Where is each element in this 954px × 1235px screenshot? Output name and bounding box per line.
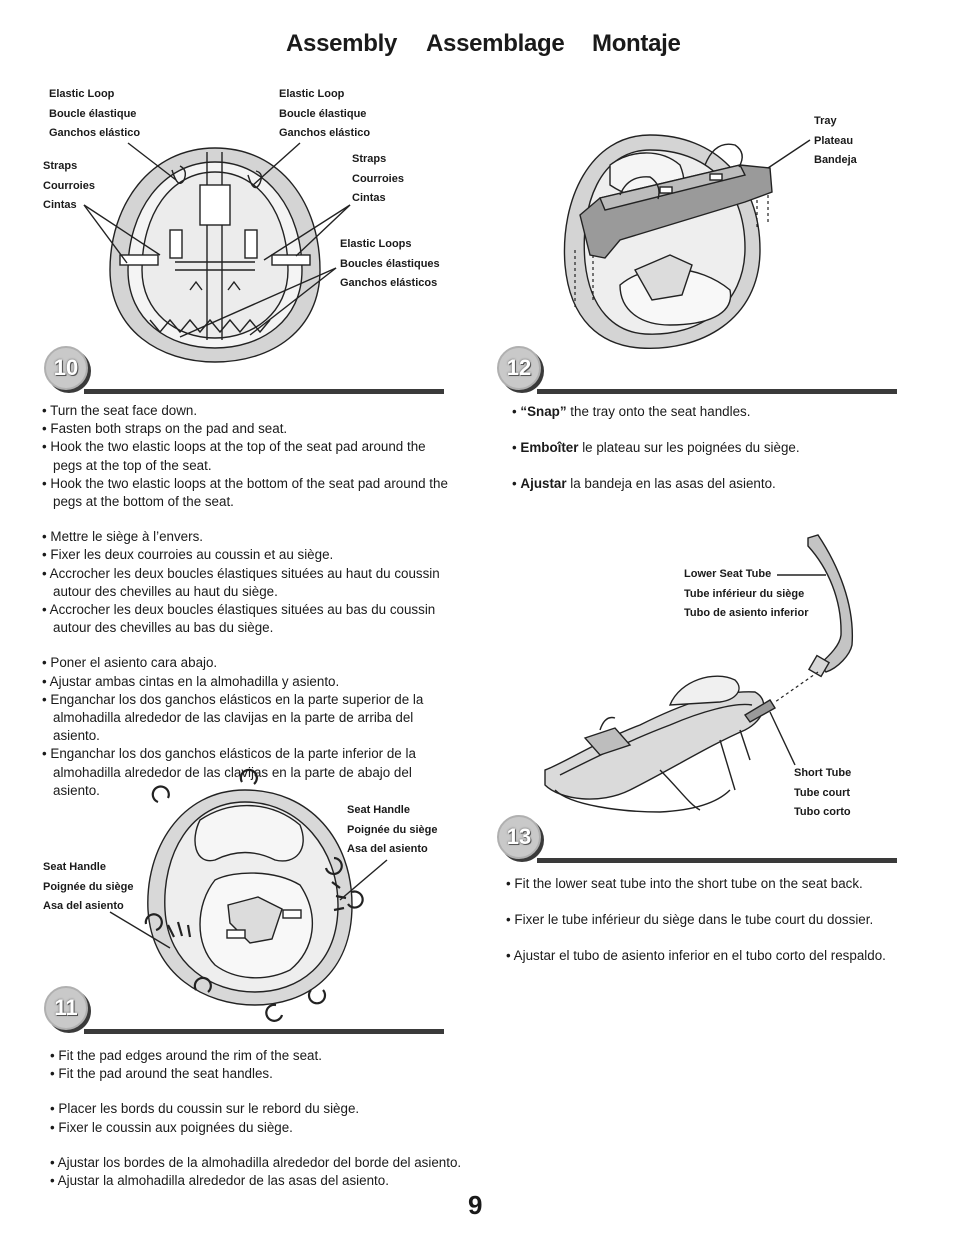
step13-instructions: • Fit the lower seat tube into the short…	[506, 875, 936, 966]
instruction-item: • Fit the pad edges around the rim of th…	[50, 1048, 322, 1063]
label-seat-handle-right: Seat Handle Poignée du siège Asa del asi…	[347, 801, 437, 860]
step12-divider	[537, 389, 897, 394]
instruction-item: • Fit the lower seat tube into the short…	[506, 876, 863, 891]
header-title-fr: Assemblage	[426, 30, 565, 57]
label-line: Bandeja	[814, 154, 857, 166]
instruction-item: • Ajustar los bordes de la almohadilla a…	[50, 1154, 462, 1170]
instruction-item: • Accrocher les deux boucles élastiques …	[42, 565, 440, 599]
label-line: Ganchos elástico	[279, 127, 371, 139]
instruction-item: • Fit the pad around the seat handles.	[50, 1066, 273, 1082]
instruction-item: • Mettre le siège à l’envers.	[42, 529, 203, 545]
step11-instructions: • Fit the pad edges around the rim of th…	[50, 1047, 462, 1190]
header-title-en: Assembly	[286, 30, 397, 57]
instruction-item: • Turn the seat face down.	[42, 403, 198, 418]
label-line: Elastic Loop	[49, 88, 115, 100]
label-line: Plateau	[814, 134, 854, 147]
step11-divider	[84, 1029, 444, 1034]
step12-number-badge: 12	[497, 346, 541, 390]
label-line: Tube inférieur du siège	[684, 587, 805, 600]
label-line: Poignée du siège	[43, 880, 134, 893]
label-line: Cintas	[43, 199, 77, 211]
instruction-item: • “Snap” the tray onto the seat handles.	[512, 404, 751, 419]
instruction-text: the tray onto the seat handles.	[566, 404, 751, 419]
step12-instructions: • “Snap” the tray onto the seat handles.…	[512, 403, 932, 494]
label-line: Courroies	[43, 179, 95, 192]
instruction-item: • Emboîter le plateau sur les poignées d…	[512, 440, 800, 456]
label-line: Courroies	[352, 172, 404, 185]
label-line: Boucle élastique	[49, 107, 137, 120]
label-elastic-loop-right: Elastic Loop Boucle élastique Ganchos el…	[279, 85, 370, 144]
label-line: Cintas	[352, 192, 386, 204]
page-header: Assembly Assemblage Montaje	[0, 30, 954, 66]
instruction-item: • Ajustar el tubo de asiento inferior en…	[506, 948, 886, 964]
label-line: Ganchos elásticos	[340, 277, 438, 289]
instruction-item: • Hook the two elastic loops at the top …	[42, 439, 426, 473]
instruction-item: • Poner el asiento cara abajo.	[42, 655, 218, 671]
label-elastic-loops: Elastic Loops Boucles élastiques Ganchos…	[340, 235, 440, 294]
instruction-text: la bandeja en las asas del asiento.	[566, 476, 776, 492]
instruction-item: • Ajustar ambas cintas en la almohadilla…	[42, 673, 340, 689]
label-seat-handle-left: Seat Handle Poignée du siège Asa del asi…	[43, 858, 133, 917]
label-line: Boucles élastiques	[340, 257, 440, 270]
label-tray: Tray Plateau Bandeja	[814, 112, 857, 171]
label-line: Seat Handle	[347, 804, 410, 816]
label-short-tube: Short Tube Tube court Tubo corto	[794, 764, 851, 823]
label-line: Poignée du siège	[347, 823, 438, 836]
instruction-item: • Enganchar los dos ganchos elásticos de…	[42, 746, 416, 798]
label-line: Tube court	[794, 786, 851, 799]
label-line: Ganchos elástico	[49, 127, 141, 139]
instruction-item: • Hook the two elastic loops at the bott…	[42, 475, 448, 510]
label-line: Straps	[352, 153, 387, 165]
label-straps-left: Straps Courroies Cintas	[43, 157, 95, 216]
instruction-item: • Fixer les deux courroies au coussin et…	[42, 547, 334, 563]
step11-number-badge: 11	[44, 986, 88, 1030]
instruction-item: • Ajustar la almohadilla alrededor de la…	[50, 1173, 389, 1189]
instruction-emphasis: Emboîter	[520, 440, 579, 456]
page-number: 9	[468, 1190, 483, 1220]
instruction-item: • Accrocher les deux boucles élastiques …	[42, 602, 436, 636]
label-line: Lower Seat Tube	[684, 568, 772, 580]
label-line: Seat Handle	[43, 861, 106, 873]
header-title-es: Montaje	[592, 30, 681, 57]
label-line: Tubo de asiento inferior	[684, 607, 809, 619]
label-line: Straps	[43, 160, 78, 172]
label-line: Tubo corto	[794, 806, 851, 818]
instruction-item: • Fixer le coussin aux poignées du siège…	[50, 1119, 293, 1135]
instruction-item: • Fixer le tube inférieur du siège dans …	[506, 912, 874, 928]
instruction-item: • Enganchar los dos ganchos elásticos en…	[42, 691, 424, 744]
label-lower-seat-tube: Lower Seat Tube Tube inférieur du siège …	[684, 565, 808, 624]
label-line: Short Tube	[794, 767, 852, 779]
label-line: Boucle élastique	[279, 107, 367, 120]
label-straps-right: Straps Courroies Cintas	[352, 150, 404, 209]
label-line: Elastic Loop	[279, 88, 345, 100]
instruction-item: • Fasten both straps on the pad and seat…	[42, 421, 288, 437]
step10-divider	[84, 389, 444, 394]
instruction-emphasis: “Snap”	[520, 404, 567, 419]
label-elastic-loop-left: Elastic Loop Boucle élastique Ganchos el…	[49, 85, 140, 144]
label-line: Elastic Loops	[340, 238, 412, 250]
instruction-text: le plateau sur les poignées du siège.	[578, 440, 800, 456]
step13-divider	[537, 858, 897, 863]
instruction-item: • Ajustar la bandeja en las asas del asi…	[512, 476, 776, 492]
step10-instructions: • Turn the seat face down. • Fasten both…	[42, 402, 454, 800]
label-line: Asa del asiento	[43, 900, 124, 912]
step10-number-badge: 10	[44, 346, 88, 390]
step13-number-badge: 13	[497, 815, 541, 859]
instruction-emphasis: Ajustar	[520, 476, 567, 492]
label-line: Asa del asiento	[347, 843, 428, 855]
label-line: Tray	[814, 115, 837, 127]
instruction-item: • Placer les bords du coussin sur le reb…	[50, 1101, 360, 1117]
